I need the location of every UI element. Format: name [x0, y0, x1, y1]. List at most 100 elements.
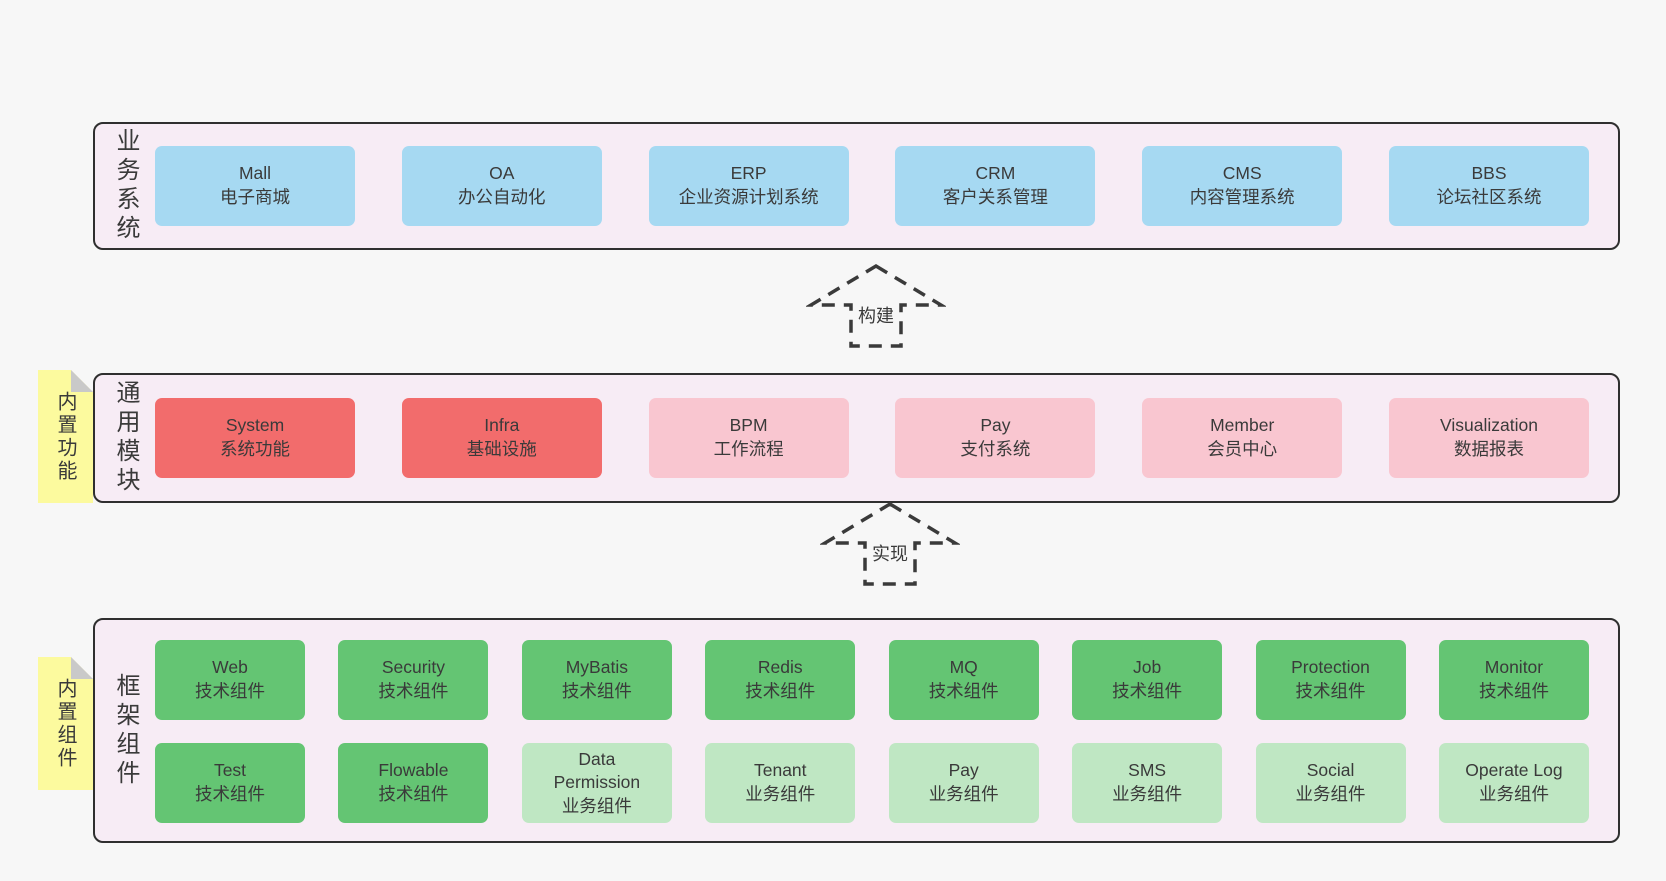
- framework-components-row-2: Test 技术组件 Flowable 技术组件 Data Permission …: [155, 743, 1589, 823]
- box-subtitle: 业务组件: [1295, 784, 1366, 804]
- box-subtitle: 支付系统: [960, 439, 1031, 459]
- box-subtitle: 技术组件: [378, 681, 449, 701]
- framework-components-row-1: Web 技术组件 Security 技术组件 MyBatis 技术组件 Redi…: [155, 640, 1589, 720]
- box-subtitle: 系统功能: [220, 439, 290, 459]
- sticky-note-label: 内置组件: [54, 677, 76, 770]
- box-title: Pay: [948, 760, 979, 781]
- box-title: OA: [489, 163, 515, 184]
- sticky-note-built-in-components: 内置组件: [38, 657, 93, 790]
- box-subtitle: 论坛社区系统: [1436, 187, 1542, 207]
- box-subtitle: 技术组件: [928, 681, 999, 701]
- box-subtitle: 技术组件: [1478, 681, 1549, 701]
- box-subtitle: 内容管理系统: [1189, 187, 1295, 207]
- box-social: Social 业务组件: [1255, 743, 1406, 823]
- arrow-build: 构建: [806, 262, 946, 352]
- box-subtitle: 技术组件: [195, 784, 265, 804]
- box-title: ERP: [730, 163, 767, 184]
- box-mall: Mall 电子商城: [155, 146, 355, 226]
- box-crm: CRM 客户关系管理: [895, 146, 1096, 226]
- box-subtitle: 业务组件: [1478, 784, 1549, 804]
- common-modules-boxes: System 系统功能 Infra 基础设施 BPM 工作流程 Pay 支付系统…: [155, 375, 1589, 501]
- box-title: BPM: [729, 415, 768, 436]
- box-subtitle: 技术组件: [378, 784, 449, 804]
- box-sms: SMS 业务组件: [1072, 743, 1223, 823]
- box-system: System 系统功能: [155, 398, 355, 478]
- box-subtitle: 企业资源计划系统: [678, 187, 819, 207]
- box-subtitle: 电子商城: [220, 187, 290, 207]
- band-business-systems: 业务系统 Mall 电子商城 OA 办公自动化 ERP 企业资源计划系统 CRM…: [93, 122, 1620, 250]
- box-subtitle: 数据报表: [1453, 439, 1524, 459]
- box-title: Flowable: [378, 760, 449, 781]
- band-label-framework-components: 框架组件: [112, 672, 139, 789]
- box-visualization: Visualization 数据报表: [1388, 398, 1589, 478]
- box-title: Security: [381, 657, 446, 678]
- box-title: Visualization: [1440, 415, 1538, 436]
- box-title: CMS: [1222, 163, 1262, 184]
- business-systems-boxes: Mall 电子商城 OA 办公自动化 ERP 企业资源计划系统 CRM 客户关系…: [155, 124, 1589, 248]
- band-framework-components: 框架组件 Web 技术组件 Security 技术组件 MyBatis 技术组件…: [93, 618, 1620, 843]
- box-title: Member: [1210, 415, 1275, 436]
- band-common-modules: 通用模块 System 系统功能 Infra 基础设施 BPM 工作流程 Pay…: [93, 373, 1620, 503]
- box-title: Mall: [238, 163, 272, 184]
- box-subtitle: 会员中心: [1207, 439, 1278, 459]
- box-title: Pay: [980, 415, 1011, 436]
- box-security: Security 技术组件: [338, 640, 489, 720]
- box-title: Monitor: [1484, 657, 1544, 678]
- arrow-implement-label: 实现: [869, 540, 911, 566]
- box-title: Tenant: [753, 760, 807, 781]
- box-title: Operate Log: [1465, 760, 1563, 781]
- box-title: Protection: [1291, 657, 1370, 678]
- box-title: BBS: [1471, 163, 1507, 184]
- box-subtitle: 业务组件: [745, 784, 816, 804]
- box-title: CRM: [975, 163, 1016, 184]
- box-title: Data Permission: [553, 748, 641, 793]
- box-protection: Protection 技术组件: [1255, 640, 1406, 720]
- box-subtitle: 技术组件: [1295, 681, 1366, 701]
- box-mq: MQ 技术组件: [888, 640, 1039, 720]
- box-bpm: BPM 工作流程: [648, 398, 849, 478]
- dashed-up-arrow-icon: [820, 501, 960, 586]
- box-test: Test 技术组件: [155, 743, 305, 823]
- box-title: SMS: [1128, 760, 1167, 781]
- framework-components-rows: Web 技术组件 Security 技术组件 MyBatis 技术组件 Redi…: [155, 640, 1589, 823]
- box-member: Member 会员中心: [1142, 398, 1343, 478]
- box-oa: OA 办公自动化: [401, 146, 602, 226]
- box-title: Job: [1133, 657, 1162, 678]
- band-label-common-modules: 通用模块: [112, 380, 139, 496]
- box-web: Web 技术组件: [155, 640, 305, 720]
- box-infra: Infra 基础设施: [401, 398, 602, 478]
- box-title: Redis: [757, 657, 803, 678]
- box-job: Job 技术组件: [1072, 640, 1223, 720]
- box-subtitle: 客户关系管理: [942, 187, 1048, 207]
- box-subtitle: 技术组件: [561, 681, 632, 701]
- box-subtitle: 业务组件: [561, 795, 632, 816]
- box-subtitle: 技术组件: [195, 681, 265, 701]
- box-monitor: Monitor 技术组件: [1438, 640, 1589, 720]
- box-subtitle: 基础设施: [466, 439, 537, 459]
- arrow-build-label: 构建: [855, 302, 897, 328]
- box-redis: Redis 技术组件: [705, 640, 856, 720]
- box-erp: ERP 企业资源计划系统: [648, 146, 849, 226]
- box-title: MQ: [949, 657, 978, 678]
- sticky-note-label: 内置功能: [54, 390, 76, 483]
- box-pay: Pay 支付系统: [895, 398, 1096, 478]
- dashed-up-arrow-icon: [806, 263, 946, 348]
- box-subtitle: 技术组件: [745, 681, 816, 701]
- box-title: System: [225, 415, 285, 436]
- box-subtitle: 业务组件: [1112, 784, 1183, 804]
- box-title: Test: [213, 760, 247, 781]
- box-subtitle: 技术组件: [1112, 681, 1183, 701]
- box-mybatis: MyBatis 技术组件: [521, 640, 672, 720]
- box-operate-log: Operate Log 业务组件: [1438, 743, 1589, 823]
- box-subtitle: 办公自动化: [458, 187, 546, 207]
- box-title: MyBatis: [565, 657, 628, 678]
- box-data-permission: Data Permission 业务组件: [521, 743, 672, 823]
- box-cms: CMS 内容管理系统: [1142, 146, 1343, 226]
- box-tenant: Tenant 业务组件: [705, 743, 856, 823]
- box-title: Social: [1306, 760, 1355, 781]
- box-subtitle: 业务组件: [928, 784, 999, 804]
- box-title: Web: [212, 657, 248, 678]
- box-bbs: BBS 论坛社区系统: [1388, 146, 1589, 226]
- arrow-implement: 实现: [820, 500, 960, 590]
